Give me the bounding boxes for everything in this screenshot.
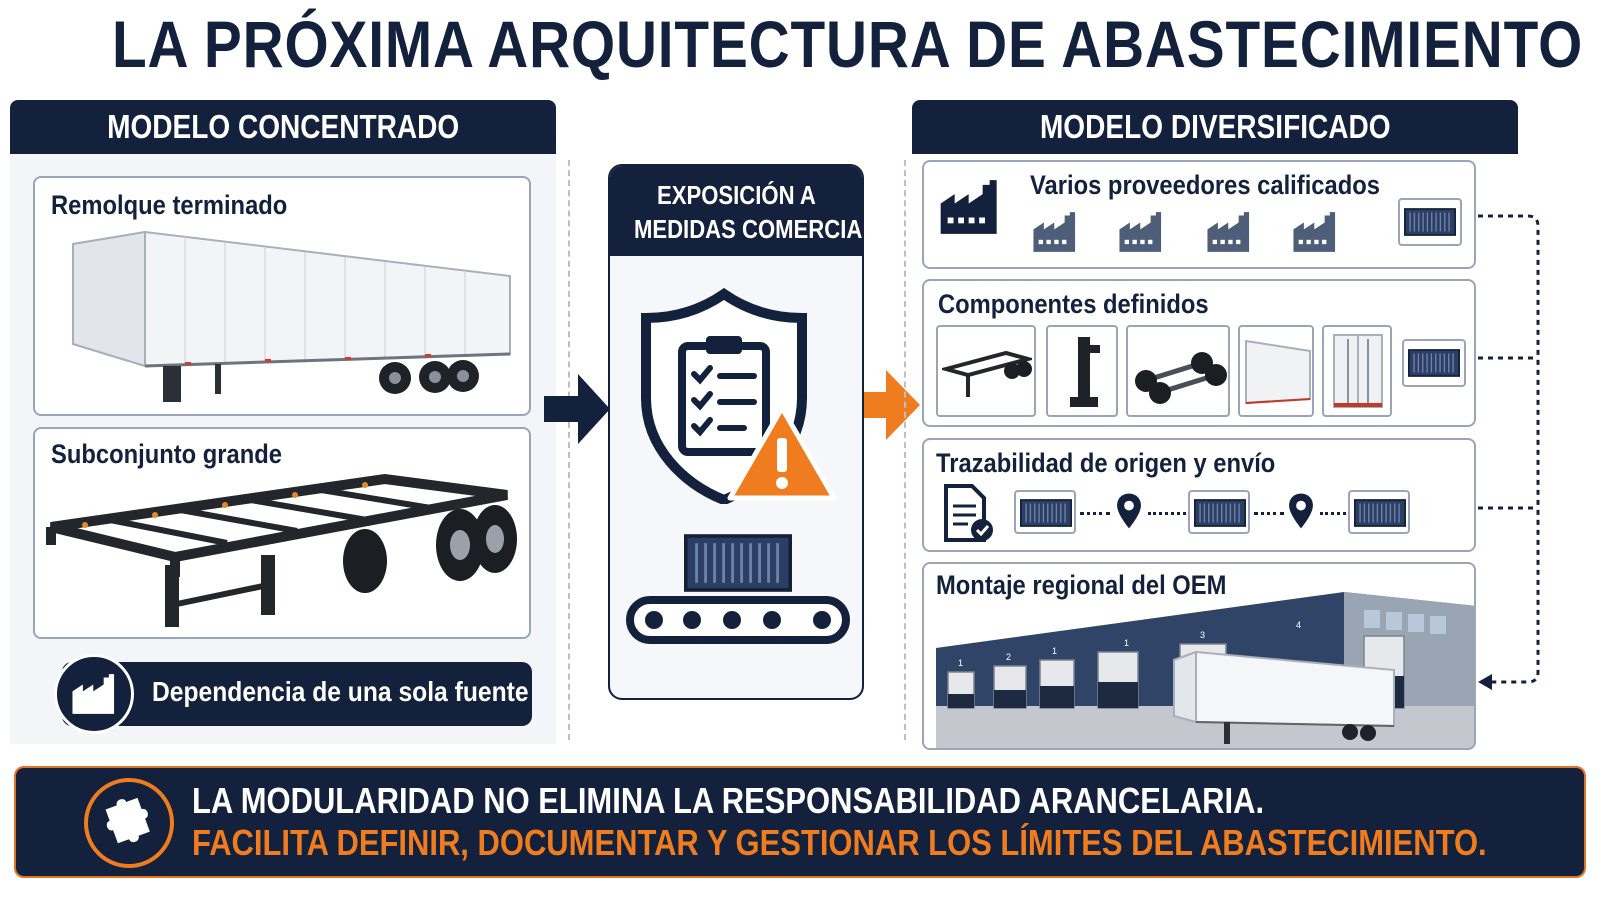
location-pin-icon [1288,492,1314,530]
regional-assembly-label: Montaje regional del OEM [936,570,1227,600]
page-title: LA PRÓXIMA ARQUITECTURA DE ABASTECIMIENT… [112,7,1584,81]
chassis-frame-image [46,473,517,627]
traceability-card: Trazabilidad de origen y envío [922,438,1476,552]
dock-number: 2 [1006,652,1011,662]
diversified-header: MODELO DIVERSIFICADO [912,100,1518,154]
footer-banner: LA MODULARIDAD NO ELIMINA LA RESPONSABIL… [14,766,1586,878]
concentrated-header: MODELO CONCENTRADO [10,100,556,154]
container-icon [1188,490,1250,534]
trade-exposure-header-line1: EXPOSICIÓN A [656,180,816,210]
footer-line-1: LA MODULARIDAD NO ELIMINA LA RESPONSABIL… [192,780,1265,821]
trade-exposure-header-line2: MEDIDAS COMERCIALES [633,214,863,244]
dock-number: 1 [958,658,963,668]
suppliers-card: Varios proveedores calificados [922,160,1476,269]
diversified-header-label: MODELO DIVERSIFICADO [1039,108,1391,145]
right-divider [904,160,906,740]
arrow-right-navy-icon [544,374,610,444]
concentrated-header-label: MODELO CONCENTRADO [106,108,460,145]
assembly-plant-image: 1 2 1 1 3 4 [936,592,1474,748]
supplier-factory-icon [1290,208,1342,256]
trade-exposure-panel: EXPOSICIÓN A MEDIDAS COMERCIALES [608,164,864,700]
container-icon [1014,490,1076,534]
dry-van-trailer-image [72,230,511,402]
finished-trailer-card: Remolque terminado [33,176,531,416]
subassembly-label: Subconjunto grande [51,439,282,469]
supply-connector-lines [1478,214,1540,690]
container-icon [1348,490,1410,534]
supplier-factory-icon [1116,208,1168,256]
footer-line-2: FACILITA DEFINIR, DOCUMENTAR Y GESTIONAR… [192,822,1487,863]
components-label: Componentes definidos [938,289,1209,319]
location-pin-icon [1116,492,1142,530]
dock-number: 3 [1200,630,1205,640]
component-rear-doors [1322,325,1392,417]
supplier-factory-icon [1030,208,1082,256]
finished-trailer-label: Remolque terminado [51,190,288,220]
supplier-factory-icon [1204,208,1256,256]
suppliers-label: Varios proveedores calificados [1030,170,1380,200]
component-axles [1126,325,1230,417]
shield-clipboard-icon [641,288,837,504]
conveyor-container-icon [626,534,850,644]
subassembly-card: Subconjunto grande [33,427,531,639]
dock-number: 4 [1296,620,1301,630]
component-side-panel [1238,325,1314,417]
single-source-label: Dependencia de una sola fuente [152,676,529,707]
container-icon [1402,339,1466,387]
traceability-label: Trazabilidad de origen y envío [936,448,1276,478]
document-check-icon [944,484,993,542]
puzzle-icon [84,778,174,868]
arrow-right-orange-icon [864,370,920,440]
dock-number: 1 [1052,646,1057,656]
container-icon [1398,198,1462,246]
left-divider [568,160,570,740]
dock-number: 1 [1124,638,1129,648]
components-card: Componentes definidos [922,279,1476,427]
single-source-badge: Dependencia de una sola fuente [62,662,532,726]
component-chassis [936,325,1036,417]
regional-assembly-card: Montaje regional del OEM 1 2 1 1 3 4 [922,562,1476,750]
trade-exposure-header: EXPOSICIÓN A MEDIDAS COMERCIALES [610,166,862,256]
factory-icon [54,654,134,734]
component-landing-gear [1046,325,1118,417]
